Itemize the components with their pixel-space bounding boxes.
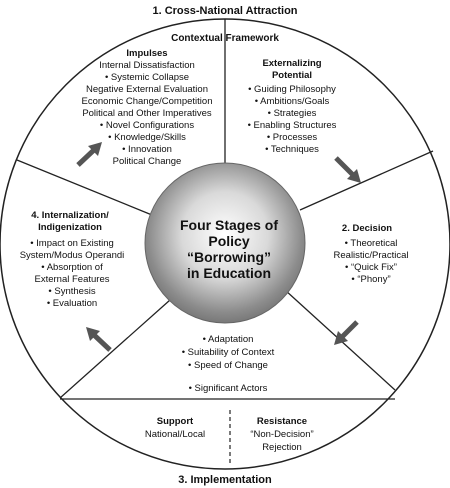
decision-heading: 2. Decision bbox=[342, 223, 392, 234]
decision-section: 2. Decision • Theoretical Realistic/Prac… bbox=[334, 223, 409, 285]
internalization-item: • Evaluation bbox=[47, 298, 97, 309]
decision-item: • “Quick Fix” bbox=[345, 262, 397, 273]
decision-item: Realistic/Practical bbox=[334, 250, 409, 261]
implementation-section: • Adaptation • Suitability of Context • … bbox=[182, 334, 275, 394]
implementation-item: • Suitability of Context bbox=[182, 347, 275, 358]
decision-item: • “Phony” bbox=[351, 274, 390, 285]
arrow-up-right-icon bbox=[76, 142, 102, 167]
contextual-framework-label: Contextual Framework bbox=[171, 33, 279, 44]
impulses-section: Impulses Internal Dissatisfaction • Syst… bbox=[82, 48, 213, 167]
resistance-line: Rejection bbox=[262, 442, 302, 453]
center-line: Policy bbox=[208, 233, 249, 249]
support-text: National/Local bbox=[145, 429, 205, 440]
arrow-down-left-icon bbox=[334, 320, 359, 345]
externalizing-item: • Strategies bbox=[268, 108, 317, 119]
externalizing-section: Externalizing Potential • Guiding Philos… bbox=[248, 58, 337, 155]
spoke-left bbox=[16, 159, 153, 216]
internalization-item: System/Modus Operandi bbox=[20, 250, 125, 261]
impulses-item: • Knowledge/Skills bbox=[108, 132, 186, 143]
internalization-item: • Impact on Existing bbox=[30, 238, 114, 249]
center-circle bbox=[144, 162, 306, 324]
spoke-right bbox=[299, 150, 434, 211]
center-line: Four Stages of bbox=[180, 217, 278, 233]
externalizing-item: • Processes bbox=[267, 132, 318, 143]
center-title: Four Stages of Policy “Borrowing” in Edu… bbox=[180, 217, 278, 281]
arrow-down-right-icon bbox=[334, 156, 361, 183]
impulses-item: Internal Dissatisfaction bbox=[99, 60, 195, 71]
impulses-item: Economic Change/Competition bbox=[82, 96, 213, 107]
externalizing-heading: Externalizing bbox=[262, 58, 321, 69]
impulses-item: • Systemic Collapse bbox=[105, 72, 189, 83]
impulses-item: • Innovation bbox=[122, 144, 172, 155]
externalizing-item: • Techniques bbox=[265, 144, 319, 155]
implementation-item: • Significant Actors bbox=[189, 383, 268, 394]
impulses-item: Political and Other Imperatives bbox=[82, 108, 212, 119]
impulses-heading: Impulses bbox=[126, 48, 167, 59]
internalization-heading: Indigenization bbox=[38, 222, 102, 233]
implementation-item: • Speed of Change bbox=[188, 360, 268, 371]
impulses-item: Political Change bbox=[113, 156, 182, 167]
externalizing-heading: Potential bbox=[272, 70, 312, 81]
center-line: in Education bbox=[187, 265, 271, 281]
internalization-item: • Absorption of bbox=[41, 262, 103, 273]
stage1-title: 1. Cross-National Attraction bbox=[152, 5, 297, 17]
arrow-up-left-icon bbox=[86, 327, 112, 352]
internalization-heading: 4. Internalization/ bbox=[31, 210, 109, 221]
spoke-lower-left bbox=[59, 299, 171, 399]
resistance-section: Resistance “Non-Decision” Rejection bbox=[250, 416, 313, 453]
externalizing-item: • Ambitions/Goals bbox=[255, 96, 330, 107]
decision-item: • Theoretical bbox=[345, 238, 398, 249]
resistance-line: “Non-Decision” bbox=[250, 429, 313, 440]
internalization-section: 4. Internalization/ Indigenization • Imp… bbox=[20, 210, 125, 309]
resistance-heading: Resistance bbox=[257, 416, 307, 427]
support-heading: Support bbox=[157, 416, 194, 427]
internalization-item: • Synthesis bbox=[48, 286, 95, 297]
implementation-item: • Adaptation bbox=[203, 334, 254, 345]
impulses-item: Negative External Evaluation bbox=[86, 84, 208, 95]
externalizing-item: • Enabling Structures bbox=[248, 120, 337, 131]
externalizing-item: • Guiding Philosophy bbox=[248, 84, 336, 95]
support-section: Support National/Local bbox=[145, 416, 205, 440]
center-line: “Borrowing” bbox=[187, 249, 271, 265]
impulses-item: • Novel Configurations bbox=[100, 120, 194, 131]
stage3-title: 3. Implementation bbox=[178, 474, 272, 486]
internalization-item: External Features bbox=[35, 274, 110, 285]
